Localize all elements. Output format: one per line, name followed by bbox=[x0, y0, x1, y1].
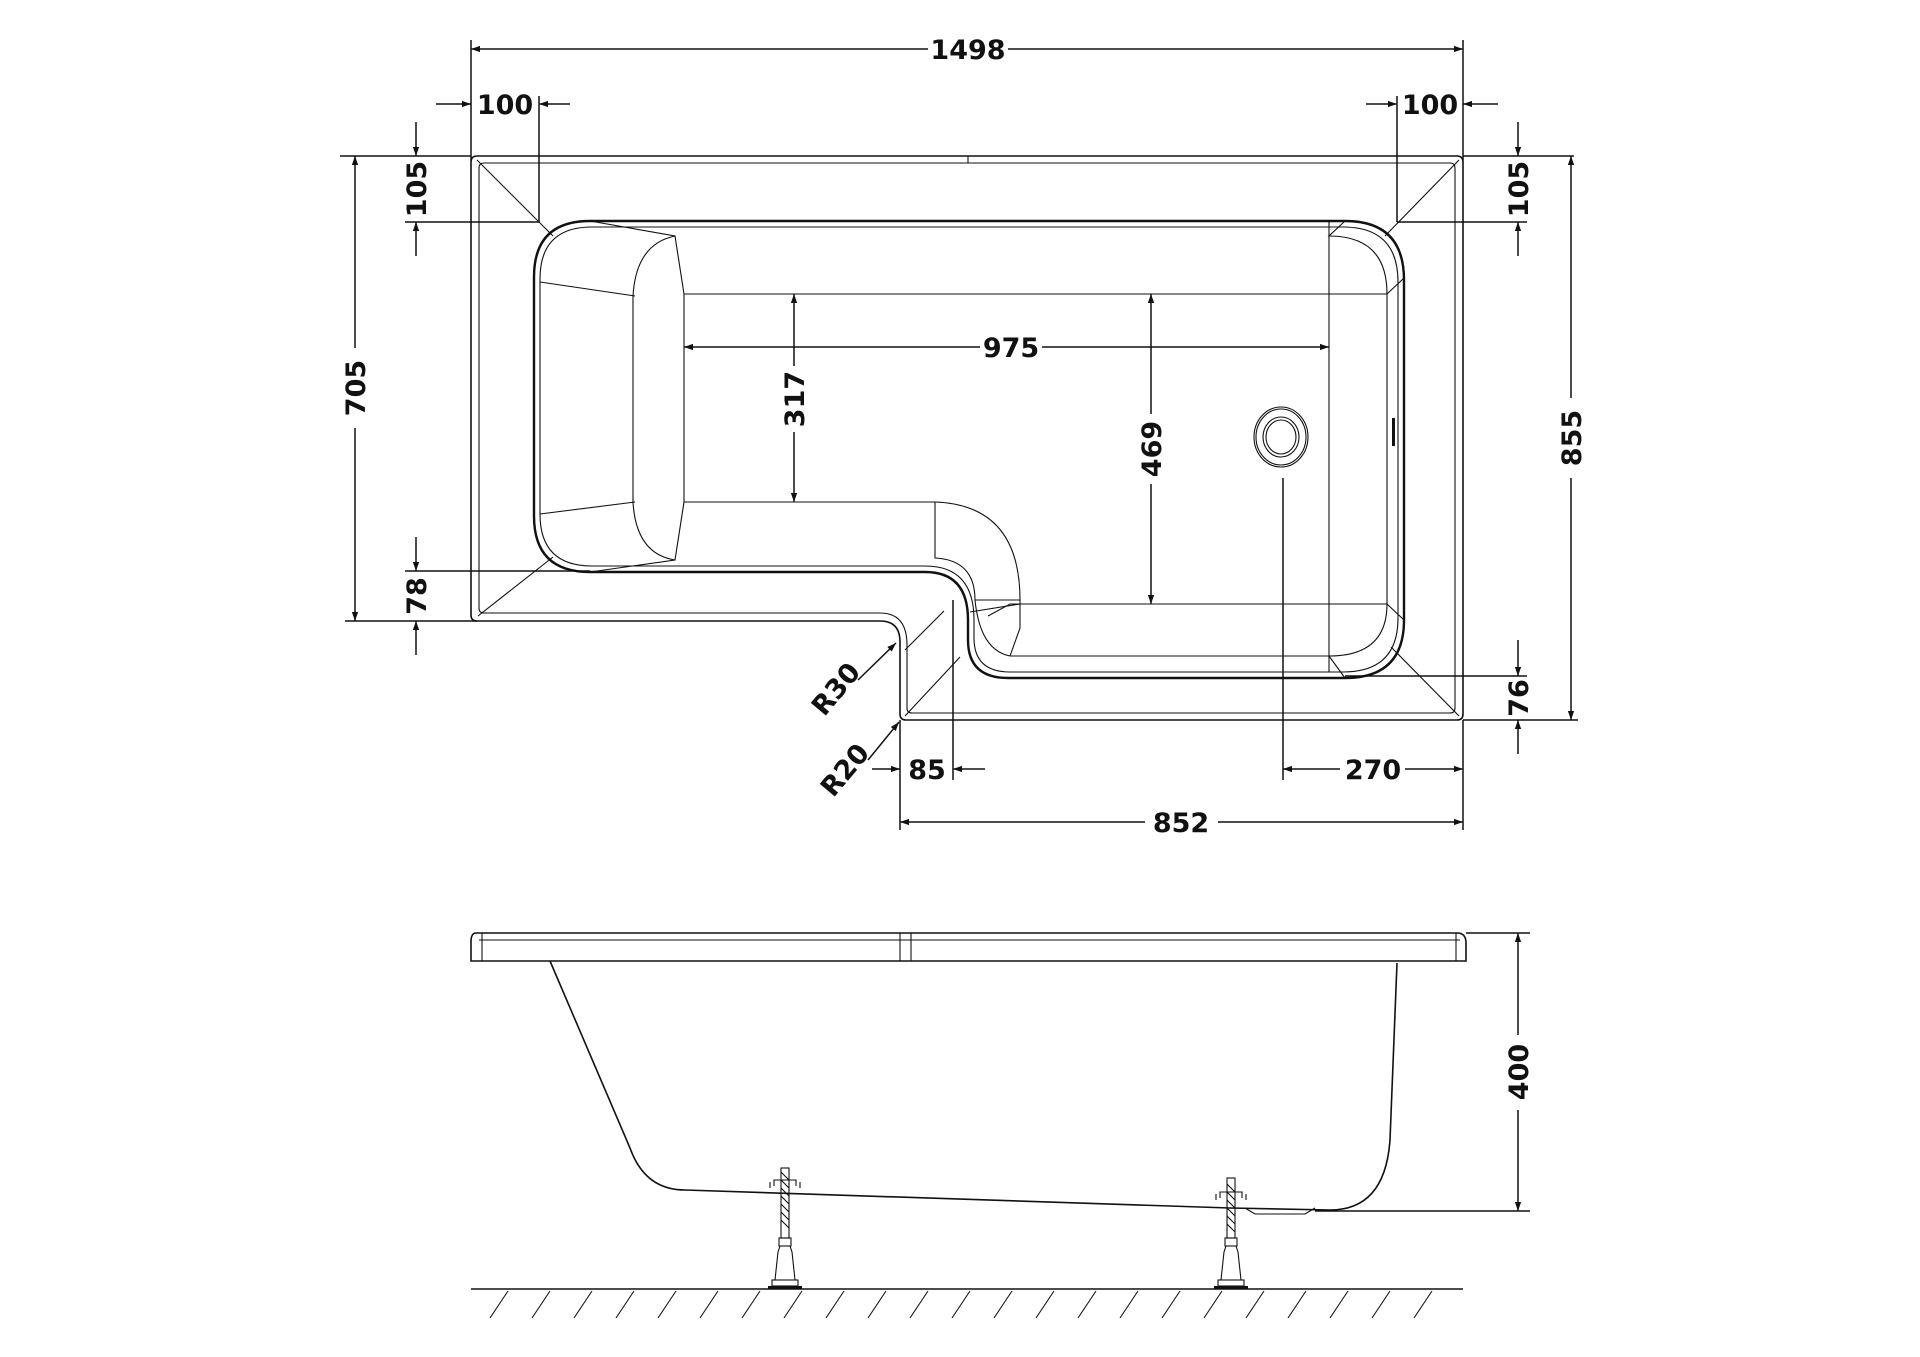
dim-rim-right-offset: 100 bbox=[1366, 90, 1498, 222]
dim-overall-length: 1498 bbox=[470, 35, 1464, 160]
dim-label-76: 76 bbox=[1504, 679, 1535, 717]
dim-rim-left-offset: 100 bbox=[436, 90, 570, 222]
dim-rim-bottom-left: 78 bbox=[402, 537, 590, 655]
adjustable-foot-left bbox=[768, 1167, 802, 1289]
bowl-edge bbox=[532, 219, 1406, 680]
side-view: 400 bbox=[470, 932, 1535, 1319]
dim-label-100-left: 100 bbox=[477, 90, 533, 121]
dim-wide-section-length: 852 bbox=[900, 808, 1463, 839]
dim-label-r20: R20 bbox=[815, 738, 876, 803]
dim-label-105-left: 105 bbox=[402, 161, 433, 217]
step-curve bbox=[934, 501, 1329, 657]
dim-notch-radii: R30 R20 bbox=[806, 642, 900, 803]
side-rim bbox=[470, 932, 1467, 962]
dim-wide-bowl-width: 469 bbox=[1137, 294, 1168, 604]
dim-label-78: 78 bbox=[402, 577, 433, 615]
adjustable-foot-right bbox=[1214, 1177, 1248, 1289]
dim-label-852: 852 bbox=[1153, 808, 1209, 839]
outer-rim-outline bbox=[470, 155, 1464, 721]
drain-waste-icon bbox=[1253, 406, 1309, 468]
corner-line-bl bbox=[477, 556, 554, 617]
dim-wide-end-width: 855 bbox=[1463, 156, 1588, 721]
dim-label-1498: 1498 bbox=[930, 35, 1005, 66]
dim-label-855: 855 bbox=[1557, 410, 1588, 466]
dim-waste-offset: 270 bbox=[1282, 478, 1464, 830]
corner-line-br bbox=[1390, 646, 1460, 717]
inner-rim-outline bbox=[478, 162, 1456, 714]
corner-line-tr bbox=[1384, 159, 1460, 237]
dim-label-r30: R30 bbox=[806, 657, 867, 722]
plan-view: 1498 100 100 105 bbox=[340, 35, 1588, 839]
dim-label-975: 975 bbox=[983, 333, 1039, 364]
dim-rim-top-right: 105 bbox=[1397, 122, 1574, 256]
bowl-right-end bbox=[987, 220, 1405, 679]
dim-label-400: 400 bbox=[1504, 1044, 1535, 1100]
dim-label-100-right: 100 bbox=[1402, 90, 1458, 121]
dim-height: 400 bbox=[1315, 932, 1535, 1212]
dim-label-270: 270 bbox=[1345, 755, 1401, 786]
hatched-floor-icon bbox=[471, 1288, 1463, 1319]
dim-rim-bottom-right: 76 bbox=[1345, 640, 1535, 754]
side-tub-body bbox=[549, 960, 1398, 1211]
backrest bbox=[539, 220, 1329, 573]
dim-rim-top-left: 105 bbox=[340, 122, 539, 256]
dim-narrow-bowl-width: 317 bbox=[780, 294, 811, 502]
overflow-slot-icon bbox=[1392, 418, 1395, 446]
dim-bowl-length: 975 bbox=[684, 333, 1329, 364]
dim-label-105-right: 105 bbox=[1504, 161, 1535, 217]
dim-label-85: 85 bbox=[908, 755, 946, 786]
dim-notch-offset: 85 bbox=[872, 600, 985, 830]
dim-label-317: 317 bbox=[780, 371, 811, 427]
corner-line-tl bbox=[476, 159, 554, 237]
dim-narrow-end-width: 705 bbox=[341, 156, 477, 622]
dim-label-705: 705 bbox=[341, 360, 372, 416]
dim-label-469: 469 bbox=[1137, 421, 1168, 477]
